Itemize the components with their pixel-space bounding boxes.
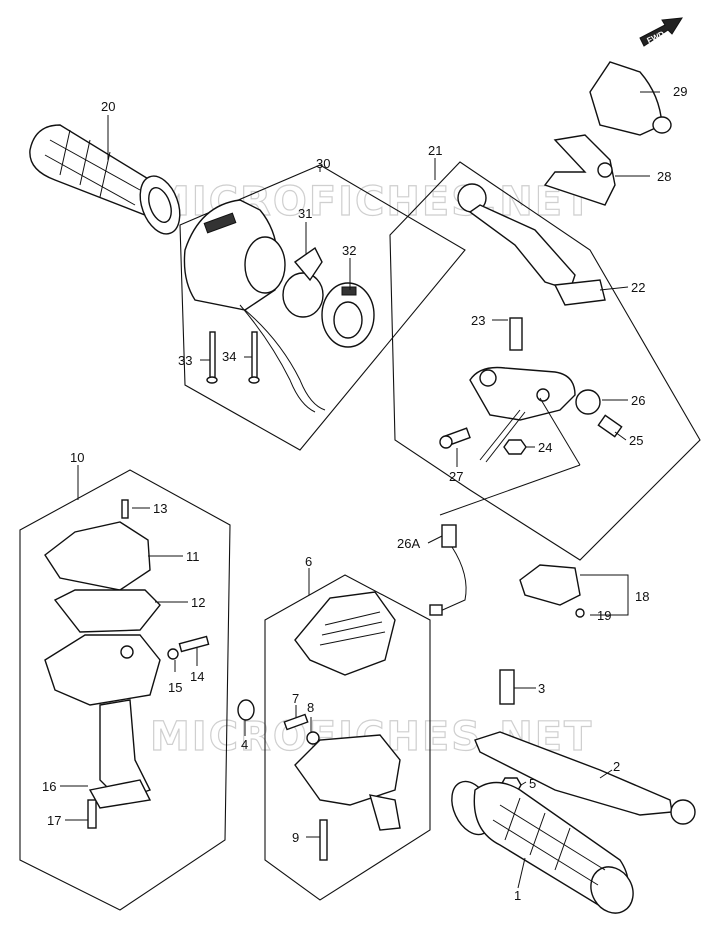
label-5: 5 xyxy=(529,776,536,791)
label-25: 25 xyxy=(629,433,643,448)
bolt-27 xyxy=(439,427,471,449)
label-11: 11 xyxy=(186,549,200,564)
fwd-arrow-icon: FWD xyxy=(639,17,683,47)
bolt-23 xyxy=(509,317,523,351)
lever-2 xyxy=(474,731,696,825)
label-17: 17 xyxy=(47,813,61,828)
switch-lever-31 xyxy=(282,246,324,318)
screw-25 xyxy=(597,414,623,438)
label-24: 24 xyxy=(538,440,552,455)
gasket-12 xyxy=(53,589,161,633)
label-14: 14 xyxy=(190,669,204,684)
label-30: 30 xyxy=(316,156,330,171)
bolt-3 xyxy=(499,669,515,705)
group-box-6 xyxy=(264,574,431,901)
leader-lines xyxy=(60,91,660,889)
screw-9 xyxy=(319,819,328,861)
master-cylinder xyxy=(469,366,576,463)
label-34: 34 xyxy=(222,349,236,364)
grip-right-1 xyxy=(451,780,634,914)
label-6: 6 xyxy=(305,554,312,569)
label-20: 20 xyxy=(101,99,115,114)
screw-7 xyxy=(283,713,309,731)
knob-32 xyxy=(321,282,375,348)
label-32: 32 xyxy=(342,243,356,258)
label-29: 29 xyxy=(673,84,687,99)
label-12: 12 xyxy=(191,595,205,610)
clamp-16 xyxy=(88,779,152,809)
label-16: 16 xyxy=(42,779,56,794)
label-3: 3 xyxy=(538,681,545,696)
screw-34 xyxy=(248,331,260,384)
group-box-10 xyxy=(19,469,231,911)
housing-10 xyxy=(44,634,161,801)
group-box-21 xyxy=(389,161,701,561)
label-26A: 26A xyxy=(397,536,420,551)
nut-15 xyxy=(167,648,179,660)
bracket-18 xyxy=(519,564,585,618)
switch-26A xyxy=(429,397,581,616)
label-21: 21 xyxy=(428,143,442,158)
label-33: 33 xyxy=(178,353,192,368)
ring-4 xyxy=(237,699,255,721)
switch-housing-30 xyxy=(183,199,326,413)
housing-6 xyxy=(294,734,401,831)
label-2: 2 xyxy=(613,759,620,774)
cover-6 xyxy=(294,591,396,676)
grip-left-20 xyxy=(29,124,181,235)
label-7: 7 xyxy=(292,691,299,706)
label-23: 23 xyxy=(471,313,485,328)
label-10: 10 xyxy=(70,450,84,465)
label-15: 15 xyxy=(168,680,182,695)
nut-8 xyxy=(306,731,320,745)
cover-29 xyxy=(589,61,672,136)
bolt-17 xyxy=(87,799,97,829)
bracket-28 xyxy=(543,134,616,206)
nut-24 xyxy=(503,439,527,455)
label-28: 28 xyxy=(657,169,671,184)
group-box-30 xyxy=(179,164,466,451)
label-4: 4 xyxy=(241,737,248,752)
cap-26 xyxy=(575,389,601,415)
label-31: 31 xyxy=(298,206,312,221)
label-26: 26 xyxy=(631,393,645,408)
label-27: 27 xyxy=(449,469,463,484)
label-9: 9 xyxy=(292,830,299,845)
label-13: 13 xyxy=(153,501,167,516)
label-18: 18 xyxy=(635,589,649,604)
screw-13 xyxy=(121,499,129,519)
lever-21 xyxy=(457,183,606,306)
bolt-14 xyxy=(178,635,210,653)
cover-11 xyxy=(44,521,151,591)
fwd-label: FWD xyxy=(646,29,667,45)
screw-33 xyxy=(206,331,218,384)
label-19: 19 xyxy=(597,608,611,623)
label-1: 1 xyxy=(514,888,521,903)
label-8: 8 xyxy=(307,700,314,715)
label-22: 22 xyxy=(631,280,645,295)
